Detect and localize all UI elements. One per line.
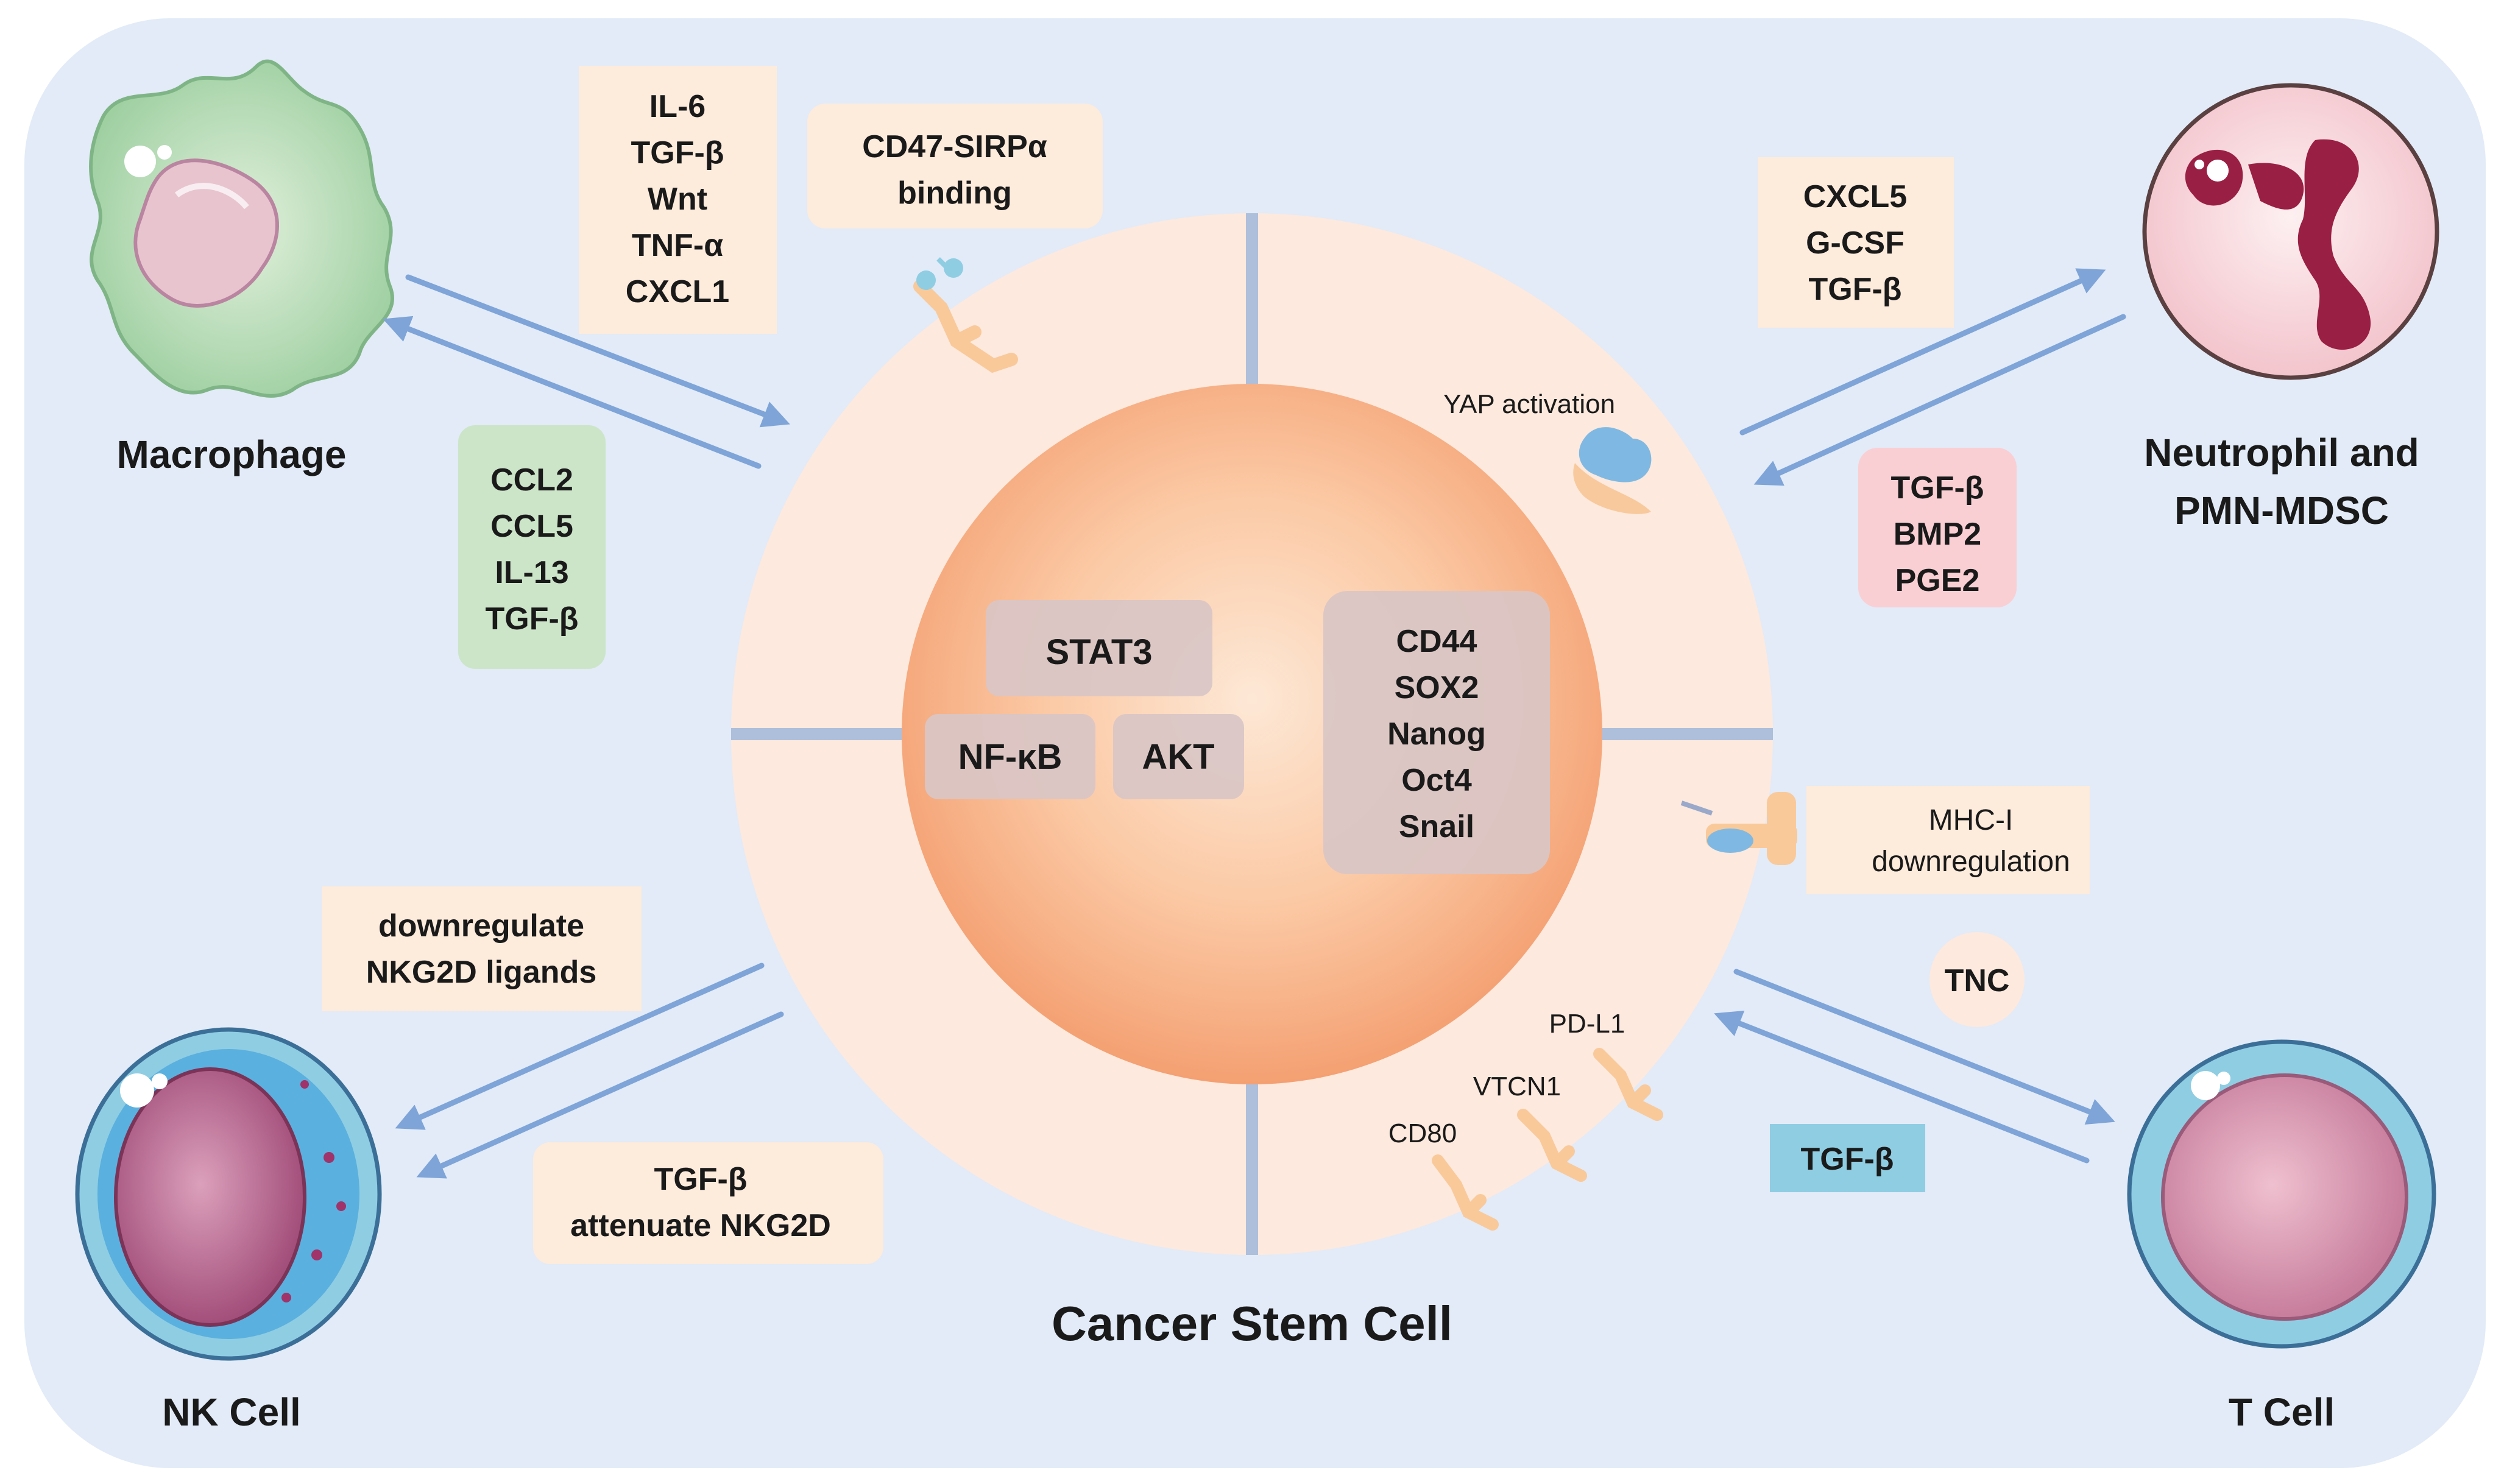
marker-item: Snail [1399,809,1474,844]
nk-downregulate-box [322,886,642,1011]
arrow-tcell-to-csc [1714,1010,2090,1164]
cancer-stem-cell-core [902,384,1602,1084]
cd47-label-line2: binding [897,175,1012,211]
arrow-csc-to-macrophage [383,316,762,469]
nk-downregulate-line2: NKG2D ligands [366,955,597,990]
t-cell-label: T Cell [2229,1390,2335,1434]
arrow-csc-to-neutrophil [1739,268,2106,436]
nk-tgfb-box [533,1142,883,1264]
pdl1-label: PD-L1 [1549,1009,1625,1039]
nk-tgfb-line1: TGF-β [654,1162,747,1197]
chemokine-item: CCL5 [490,509,573,544]
chemokine-item: CCL2 [490,462,573,498]
neutrophil-recruit-box [1758,157,1954,328]
akt-label: AKT [1142,737,1214,777]
marker-item: SOX2 [1395,670,1479,705]
yap-icon [1573,427,1652,514]
marker-item: CD44 [1396,624,1477,659]
nk-downregulate-line1: downregulate [378,908,584,944]
factor-item: TGF-β [1890,470,1984,506]
cd80-label: CD80 [1388,1118,1457,1148]
cd80-ligand-icon [1432,1154,1499,1231]
nk-tgfb-line2: attenuate NKG2D [570,1208,831,1243]
neutrophil-label-line1: Neutrophil and [2144,431,2419,475]
macrophage-secreted-box [579,66,777,334]
chemokine-item: CXCL5 [1803,179,1907,214]
vtcn1-label: VTCN1 [1473,1072,1561,1101]
stat3-box [986,600,1212,696]
neutrophil-illustration [2142,83,2439,380]
cytokine-item: TNF-α [632,228,723,263]
stemness-markers-box [1323,591,1550,874]
cd47-box [807,104,1103,228]
mhc-box [1806,786,2090,894]
akt-box [1113,714,1244,799]
neutrophil-label-line2: PMN-MDSC [2174,489,2389,532]
mhc-line2: downregulation [1872,846,2070,878]
factor-item: PGE2 [1895,563,1980,598]
cytokine-item: IL-6 [649,89,706,124]
tnc-label: TNC [1945,963,2010,998]
t-cell-illustration [2127,1039,2436,1349]
cytokine-item: TGF-β [631,135,724,171]
marker-item: Oct4 [1401,763,1472,798]
tnc-badge [1929,932,2025,1027]
macrophage-label: Macrophage [117,433,347,476]
pdl1-ligand-icon [1593,1048,1663,1121]
nk-cell-label: NK Cell [162,1390,301,1434]
cd47-label-line1: CD47-SIRPα [862,129,1047,164]
macrophage-illustration [89,59,395,398]
nfkb-box [925,714,1095,799]
arrow-csc-to-nk-2 [416,1011,784,1179]
mhc-receptor-icon [1680,792,1797,865]
arrow-neutrophil-to-csc [1753,314,2126,486]
chemokine-item: IL-13 [495,555,568,590]
stat3-label: STAT3 [1045,632,1152,672]
yap-label: YAP activation [1443,389,1615,419]
tcell-tgfb-label: TGF-β [1800,1142,1894,1177]
cd47-receptor-icon [913,257,1018,373]
chemokine-item: TGF-β [485,601,578,637]
factor-item: BMP2 [1894,517,1981,552]
chemokine-item: G-CSF [1806,225,1905,261]
arrow-csc-to-nk-1 [395,963,765,1130]
diagram-title: Cancer Stem Cell [1052,1296,1452,1351]
neutrophil-secreted-box [1858,448,2017,607]
nfkb-label: NF-κB [958,737,1063,777]
arrow-macrophage-to-csc [405,274,790,428]
tcell-tgfb-box [1770,1124,1925,1192]
cytokine-item: CXCL1 [626,274,729,309]
vtcn1-ligand-icon [1517,1109,1587,1182]
cytokine-item: Wnt [648,182,707,217]
mhc-line1: MHC-I [1929,804,2014,836]
nk-cell-illustration [75,1027,382,1361]
chemokine-item: TGF-β [1808,272,1901,307]
marker-item: Nanog [1387,716,1486,752]
arrow-csc-to-tcell [1733,969,2115,1125]
macrophage-recruit-box [458,425,606,669]
